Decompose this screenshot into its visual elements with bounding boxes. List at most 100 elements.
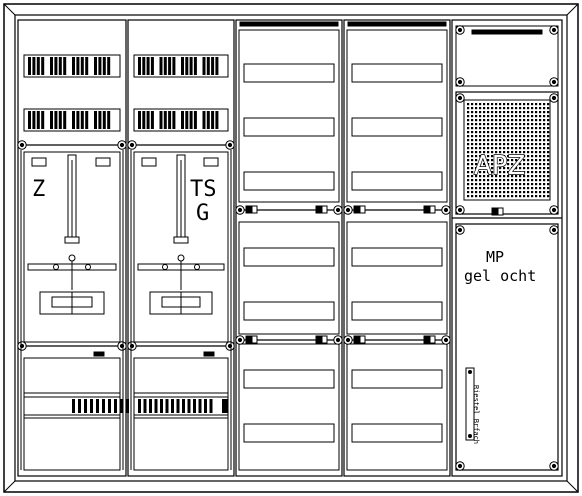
busbar-terminal — [72, 399, 75, 413]
perforation-dot — [487, 127, 490, 130]
perforation-dot — [527, 111, 530, 114]
perforation-dot — [527, 191, 530, 194]
perforation-dot — [515, 143, 518, 146]
busbar-terminal — [165, 399, 169, 413]
perforation-dot — [471, 143, 474, 146]
busbar-terminal — [41, 57, 45, 75]
perforation-dot — [527, 175, 530, 178]
perforation-dot — [479, 127, 482, 130]
perforation-dot — [527, 127, 530, 130]
perforation-dot — [523, 159, 526, 162]
screw-center — [227, 142, 233, 148]
perforation-dot — [483, 167, 486, 170]
mount-bracket — [321, 205, 328, 214]
din-rail-slot — [243, 301, 335, 321]
perforation-dot — [515, 159, 518, 162]
perforation-dot — [487, 191, 490, 194]
perforation-dot — [467, 127, 470, 130]
busbar-terminal — [187, 399, 191, 413]
perforation-dot — [499, 171, 502, 174]
busbar-terminal — [189, 57, 193, 75]
perforation-dot — [535, 163, 538, 166]
busbar-terminal — [159, 111, 163, 129]
perforation-dot — [491, 143, 494, 146]
apz-mp-column — [451, 19, 563, 477]
busbar-terminal — [108, 399, 111, 413]
perforation-dot — [543, 143, 546, 146]
indicator-slot — [31, 157, 47, 167]
screw-center — [129, 142, 135, 148]
mount-bracket — [251, 335, 258, 344]
busbar-terminal — [102, 111, 106, 129]
perforation-dot — [523, 131, 526, 134]
perforation-dot — [503, 167, 506, 170]
perforation-dot — [523, 155, 526, 158]
perforation-dot — [511, 191, 514, 194]
perforation-dot — [539, 139, 542, 142]
perforation-dot — [535, 131, 538, 134]
perforation-dot — [503, 163, 506, 166]
perforation-dot — [515, 167, 518, 170]
busbar-terminal — [58, 57, 62, 75]
perforation-dot — [531, 183, 534, 186]
distribution-column-2 — [343, 19, 451, 477]
perforation-dot — [515, 147, 518, 150]
busbar-terminal — [193, 399, 196, 413]
perforation-dot — [539, 107, 542, 110]
perforation-dot — [483, 191, 486, 194]
perforation-dot — [515, 155, 518, 158]
perforation-dot — [507, 167, 510, 170]
perforation-dot — [475, 179, 478, 182]
perforation-dot — [543, 127, 546, 130]
busbar-terminal — [146, 57, 150, 75]
perforation-dot — [491, 131, 494, 134]
perforation-dot — [503, 187, 506, 190]
perforation-dot — [523, 163, 526, 166]
perforation-dot — [487, 171, 490, 174]
perforation-dot — [519, 179, 522, 182]
outer-frame — [3, 3, 579, 493]
perforation-dot — [539, 119, 542, 122]
perforation-dot — [535, 175, 538, 178]
perforation-dot — [467, 107, 470, 110]
perforation-dot — [483, 111, 486, 114]
perforation-dot — [499, 135, 502, 138]
perforation-dot — [467, 131, 470, 134]
din-section — [238, 221, 340, 335]
apz-perforation — [467, 103, 550, 198]
perforation-dot — [487, 123, 490, 126]
perforation-dot — [511, 143, 514, 146]
busbar-terminal — [54, 57, 58, 75]
perforation-dot — [487, 111, 490, 114]
meter-column-z — [17, 19, 129, 477]
perforation-dot — [527, 115, 530, 118]
mount-bracket — [315, 205, 322, 214]
busbar-terminal — [142, 57, 146, 75]
busbar-terminal — [211, 111, 215, 129]
perforation-dot — [503, 135, 506, 138]
adjust-knob — [177, 254, 185, 262]
perforation-dot — [519, 155, 522, 158]
perforation-dot — [527, 107, 530, 110]
perforation-dot — [475, 127, 478, 130]
perforation-dot — [483, 107, 486, 110]
perforation-dot — [539, 143, 542, 146]
mount-bracket — [353, 335, 360, 344]
perforation-dot — [503, 139, 506, 142]
perforation-dot — [531, 127, 534, 130]
perforation-dot — [543, 159, 546, 162]
busbar-terminal — [215, 57, 219, 75]
perforation-dot — [487, 151, 490, 154]
perforation-dot — [499, 159, 502, 162]
perforation-dot — [475, 143, 478, 146]
screw-center — [457, 27, 463, 33]
perforation-dot — [515, 171, 518, 174]
busbar-terminal — [172, 57, 176, 75]
busbar-terminal — [63, 57, 67, 75]
perforation-dot — [475, 115, 478, 118]
screw-center — [443, 337, 449, 343]
perforation-dot — [519, 191, 522, 194]
busbar-terminal — [36, 111, 40, 129]
perforation-dot — [491, 163, 494, 166]
top-cap — [347, 21, 447, 27]
